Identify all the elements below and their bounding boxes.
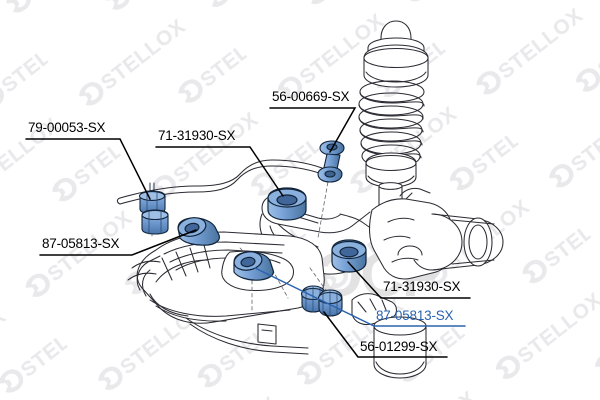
stabilizer-bar-part (116, 159, 323, 205)
part-bushing-stabilizer-upper (138, 182, 166, 215)
leader-87-05813-sx-right (254, 267, 466, 327)
part-bushing-control-arm-rear (331, 239, 367, 273)
leader-71-31930-sx-top (155, 146, 284, 197)
leader-79-00053-sx (25, 138, 151, 200)
callout-label-87-05813-sx-right[interactable]: 87-05813-SX (376, 308, 454, 323)
left-bracket-part (127, 260, 161, 281)
part-mount-right (317, 289, 343, 317)
callout-label-71-31930-sx-top[interactable]: 71-31930-SX (158, 128, 236, 143)
part-bushing-subframe-left (177, 217, 221, 246)
callout-label-71-31930-sx-right[interactable]: 71-31930-SX (383, 279, 461, 294)
leader-56-00669-sx (269, 107, 357, 153)
callout-label-56-00669-sx[interactable]: 56-00669-SX (272, 89, 350, 104)
part-bushing-control-arm-front (267, 187, 307, 221)
callout-label-56-01299-sx[interactable]: 56-01299-SX (360, 339, 438, 354)
wheel-hub-carrier-part (369, 187, 504, 280)
callout-label-79-00053-sx[interactable]: 79-00053-SX (28, 120, 106, 135)
leader-71-31930-sx-right (347, 261, 471, 299)
callout-label-87-05813-sx-left[interactable]: 87-05813-SX (42, 236, 120, 251)
part-bushing-stabilizer-lower (141, 209, 169, 235)
leader-56-01299-sx (323, 311, 448, 358)
leader-87-05813-sx-left (39, 229, 197, 256)
part-bushing-trailing-arm (233, 251, 274, 281)
